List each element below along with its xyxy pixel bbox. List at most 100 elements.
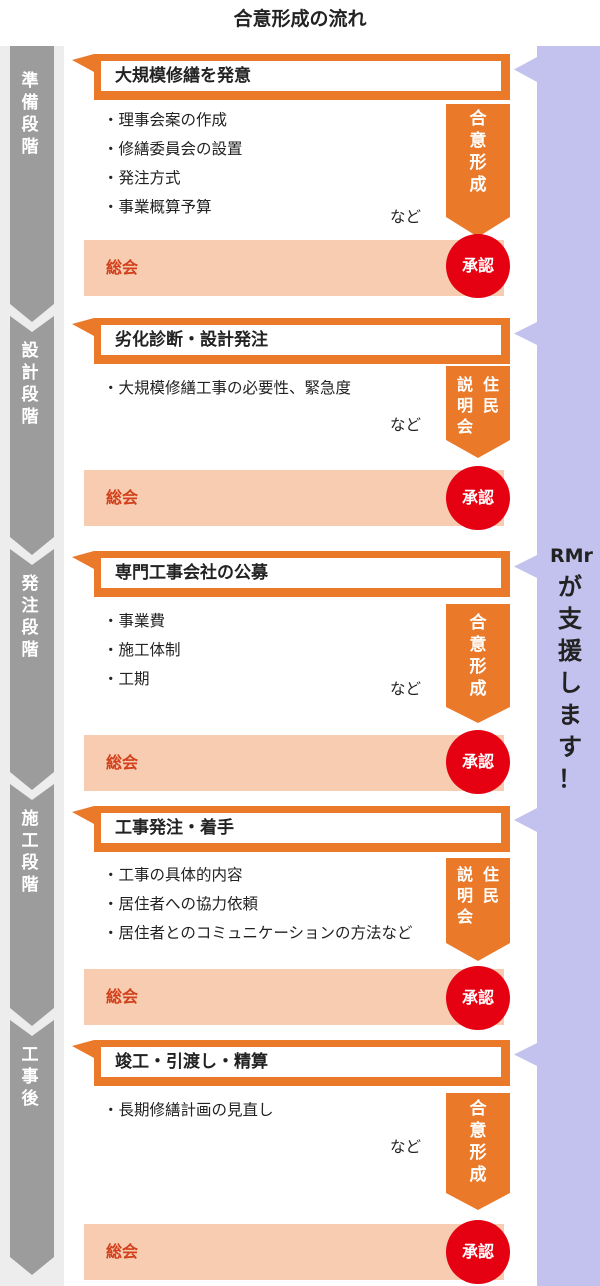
vertical-char: 説 xyxy=(456,375,473,394)
stage-heading: 専門工事会社の公募 xyxy=(98,555,504,591)
frame-notch xyxy=(72,318,94,336)
rmr-support-char: ！ xyxy=(558,765,582,793)
frame-notch xyxy=(72,54,94,72)
general-meeting-band: 総会 xyxy=(84,969,504,1025)
stage-items: ・事業費・施工体制・工期 xyxy=(103,607,181,694)
briefing-col-1: 住民 xyxy=(480,374,502,416)
stage-heading: 劣化診断・設計発注 xyxy=(98,322,504,358)
vertical-char: 意 xyxy=(469,131,487,151)
vertical-char: 備 xyxy=(21,93,39,113)
briefing-col-2: 説明会 xyxy=(454,864,476,927)
vertical-char: 形 xyxy=(469,153,487,173)
vertical-char: 説 xyxy=(456,865,473,884)
vertical-char: 後 xyxy=(21,1089,39,1109)
stage-item: ・修繕委員会の設置 xyxy=(103,140,243,158)
frame-notch xyxy=(72,806,94,824)
vertical-char: 段 xyxy=(21,853,39,873)
stage-label: 施工段階 xyxy=(17,808,43,896)
rmr-support-char: す xyxy=(558,733,582,761)
vertical-char: 施 xyxy=(21,809,39,829)
vertical-char: 明 xyxy=(456,886,473,905)
vertical-char: 階 xyxy=(21,137,39,157)
rmr-support-char: 支 xyxy=(558,605,582,633)
vertical-char: 意 xyxy=(469,1121,487,1141)
stage-item: ・事業概算予算 xyxy=(103,198,212,216)
page-title: 合意形成の流れ xyxy=(233,8,367,30)
stage-item: ・工事の具体的内容 xyxy=(103,866,243,884)
vertical-char: 民 xyxy=(482,886,499,905)
vertical-char: 形 xyxy=(469,657,487,677)
stage-item: ・施工体制 xyxy=(103,641,181,659)
stage-heading: 竣工・引渡し・精算 xyxy=(98,1044,504,1080)
vertical-char: 合 xyxy=(469,1099,487,1119)
nado-label: など xyxy=(390,208,422,226)
nado-label: など xyxy=(390,416,422,434)
stage-label: 工事後 xyxy=(17,1044,43,1110)
nado-label: など xyxy=(390,1138,422,1156)
stage-arrow xyxy=(10,784,54,1026)
stage-items: ・理事会案の作成・修繕委員会の設置・発注方式・事業概算予算 xyxy=(103,106,243,222)
rmr-support-char: 援 xyxy=(558,637,582,665)
vertical-char: 成 xyxy=(469,1165,487,1185)
vertical-char: 成 xyxy=(469,175,487,195)
nado-label: など xyxy=(390,680,422,698)
consensus-label: 合意形成 xyxy=(463,108,493,196)
briefing-label: 住民説明会 xyxy=(452,864,504,930)
consensus-label: 合意形成 xyxy=(463,612,493,700)
vertical-char: 設 xyxy=(21,341,39,361)
vertical-char: 階 xyxy=(21,407,39,427)
stage-items: ・長期修繕計画の見直し xyxy=(103,1096,274,1125)
stage-label: 発注段階 xyxy=(17,573,43,661)
approval-badge: 承認 xyxy=(446,1220,510,1284)
stage-items: ・大規模修繕工事の必要性、緊急度 xyxy=(103,374,351,403)
vertical-char: 形 xyxy=(469,1143,487,1163)
stage-heading: 大規模修繕を発意 xyxy=(98,58,504,94)
consensus-arrow xyxy=(446,858,510,961)
vertical-char: 階 xyxy=(21,640,39,660)
frame-notch xyxy=(72,551,94,569)
consensus-arrow xyxy=(446,104,510,237)
vertical-char: 工 xyxy=(21,831,39,851)
vertical-char: 住 xyxy=(482,375,499,394)
stage-item: ・居住者への協力依頼 xyxy=(103,895,259,913)
rmr-support-band xyxy=(514,46,600,1286)
briefing-label: 住民説明会 xyxy=(452,374,504,440)
vertical-char: 階 xyxy=(21,875,39,895)
vertical-char: 意 xyxy=(469,635,487,655)
general-meeting-band: 総会 xyxy=(84,735,504,791)
vertical-char: 段 xyxy=(21,115,39,135)
stage-arrow xyxy=(10,1020,54,1275)
stage-item: ・大規模修繕工事の必要性、緊急度 xyxy=(103,379,352,397)
stage-arrows xyxy=(10,46,54,1275)
briefing-col-1: 住民 xyxy=(480,864,502,906)
rmr-support-char: し xyxy=(558,669,582,697)
vertical-char: 工 xyxy=(21,1045,39,1065)
stage-item: ・居住者とのコミュニケーションの方法など xyxy=(103,924,413,942)
general-meeting-band: 総会 xyxy=(84,240,504,296)
briefing-col-2: 説明会 xyxy=(454,374,476,437)
stage-label: 準備段階 xyxy=(17,70,43,158)
vertical-char: 計 xyxy=(21,363,39,383)
vertical-char: 住 xyxy=(482,865,499,884)
vertical-char: 段 xyxy=(21,618,39,638)
approval-badge: 承認 xyxy=(446,234,510,298)
support-band-shape xyxy=(514,46,600,1286)
stage-heading: 工事発注・着手 xyxy=(98,810,504,846)
vertical-char: 会 xyxy=(456,417,473,436)
stage-arrow xyxy=(10,46,54,322)
approval-badge: 承認 xyxy=(446,730,510,794)
vertical-char: 合 xyxy=(469,613,487,633)
stage-arrow xyxy=(10,316,54,555)
rmr-logo-text: RMr xyxy=(550,545,593,567)
vertical-char: 合 xyxy=(469,109,487,129)
vertical-char: 準 xyxy=(21,71,39,91)
stage-label: 設計段階 xyxy=(17,340,43,428)
vertical-char: 会 xyxy=(456,907,473,926)
consensus-label: 合意形成 xyxy=(463,1098,493,1186)
vertical-char: 成 xyxy=(469,679,487,699)
stage-item: ・工期 xyxy=(103,670,150,688)
vertical-char: 明 xyxy=(456,396,473,415)
vertical-char: 注 xyxy=(21,596,39,616)
rmr-support-char: ま xyxy=(558,701,582,729)
